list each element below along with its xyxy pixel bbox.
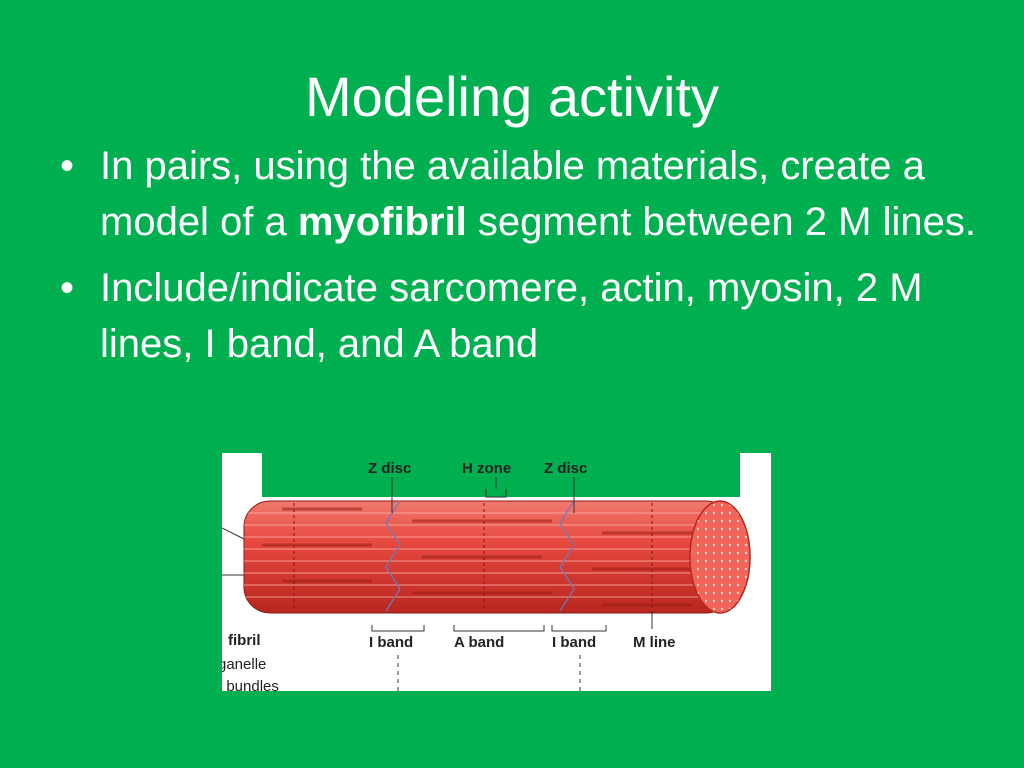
label-z-disc-right: Z disc — [544, 460, 587, 477]
label-h-zone: H zone — [462, 460, 511, 477]
background-notch — [262, 453, 740, 497]
label-m-line: M line — [633, 634, 676, 651]
bullet-2-text: Include/indicate sarcomere, actin, myosi… — [100, 266, 923, 366]
bullet-list: • In pairs, using the available materials… — [60, 138, 980, 382]
bullet-dot-icon: • — [60, 266, 75, 310]
myofibril-svg: Z disc H zone Z disc I band A band I ban… — [222, 453, 771, 691]
diagram-leader-lines — [222, 477, 653, 691]
myofibril-diagram: Z disc H zone Z disc I band A band I ban… — [222, 453, 771, 691]
bullet-1-bold-term: myofibril — [297, 200, 467, 244]
label-cropped-bundles: f bundles — [222, 678, 279, 691]
label-i-band-left: I band — [369, 634, 413, 651]
label-cropped-fibril: fibril — [228, 632, 261, 649]
bullet-item-2: • Include/indicate sarcomere, actin, myos… — [60, 260, 980, 372]
bullet-dot-icon: • — [60, 144, 75, 188]
slide-title: Modeling activity — [305, 65, 719, 128]
myofibril-cylinder — [243, 500, 751, 614]
bullet-1-text-after: segment between 2 M lines. — [466, 200, 976, 244]
label-i-band-right: I band — [552, 634, 596, 651]
label-z-disc-left: Z disc — [368, 460, 411, 477]
label-a-band: A band — [454, 634, 504, 651]
label-cropped-organelle: ganelle — [222, 656, 266, 673]
bullet-item-1: • In pairs, using the available materials… — [60, 138, 980, 250]
bullet-1-text-before: In pairs, using the available materials,… — [100, 144, 925, 244]
